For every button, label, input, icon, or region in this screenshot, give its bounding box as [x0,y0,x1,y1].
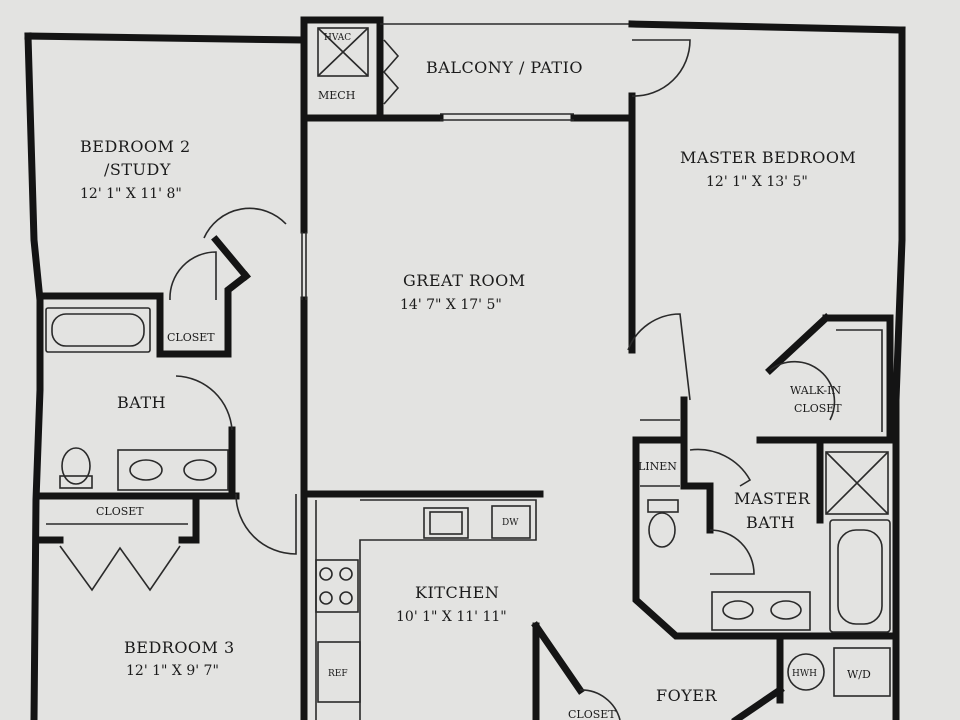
bedroom-3-title: BEDROOM 3 [124,638,235,657]
kitchen-title: KITCHEN [415,583,499,602]
master-bedroom-title: MASTER BEDROOM [680,148,856,167]
walk-in-closet-line1: WALK-IN [790,384,841,397]
bedroom-3-closet-label: CLOSET [96,505,144,518]
washer-dryer-label: W/D [847,668,871,681]
water-heater-label: HWH [792,669,817,679]
refrigerator-label: REF [328,669,348,679]
bedroom-2-dimensions: 12' 1" X 11' 8" [80,186,182,202]
bedroom-2-closet-label: CLOSET [167,331,215,344]
bedroom-2-subtitle: /STUDY [104,160,171,179]
master-bath-line2: BATH [746,513,795,532]
walls [24,16,906,720]
room-labels: HVAC MECH BALCONY / PATIO BEDROOM 2 /STU… [80,33,871,720]
balcony-label: BALCONY / PATIO [426,58,583,77]
bath-label: BATH [117,393,166,412]
bedroom-2-title: BEDROOM 2 [80,137,191,156]
fixtures [45,27,891,720]
master-bath-line1: MASTER [734,489,811,508]
foyer-label: FOYER [656,686,717,705]
mech-label: MECH [318,89,355,102]
hvac-label: HVAC [324,33,351,43]
dishwasher-label: DW [502,518,519,528]
great-room-title: GREAT ROOM [403,271,526,290]
great-room-dimensions: 14' 7" X 17' 5" [400,297,502,313]
master-bedroom-dimensions: 12' 1" X 13' 5" [706,174,808,190]
foyer-closet-label: CLOSET [568,708,616,720]
door-swings [59,39,836,720]
bedroom-3-dimensions: 12' 1" X 9' 7" [126,663,219,679]
kitchen-dimensions: 10' 1" X 11' 11" [396,609,507,625]
walk-in-closet-line2: CLOSET [794,402,842,415]
linen-label: LINEN [638,460,677,473]
